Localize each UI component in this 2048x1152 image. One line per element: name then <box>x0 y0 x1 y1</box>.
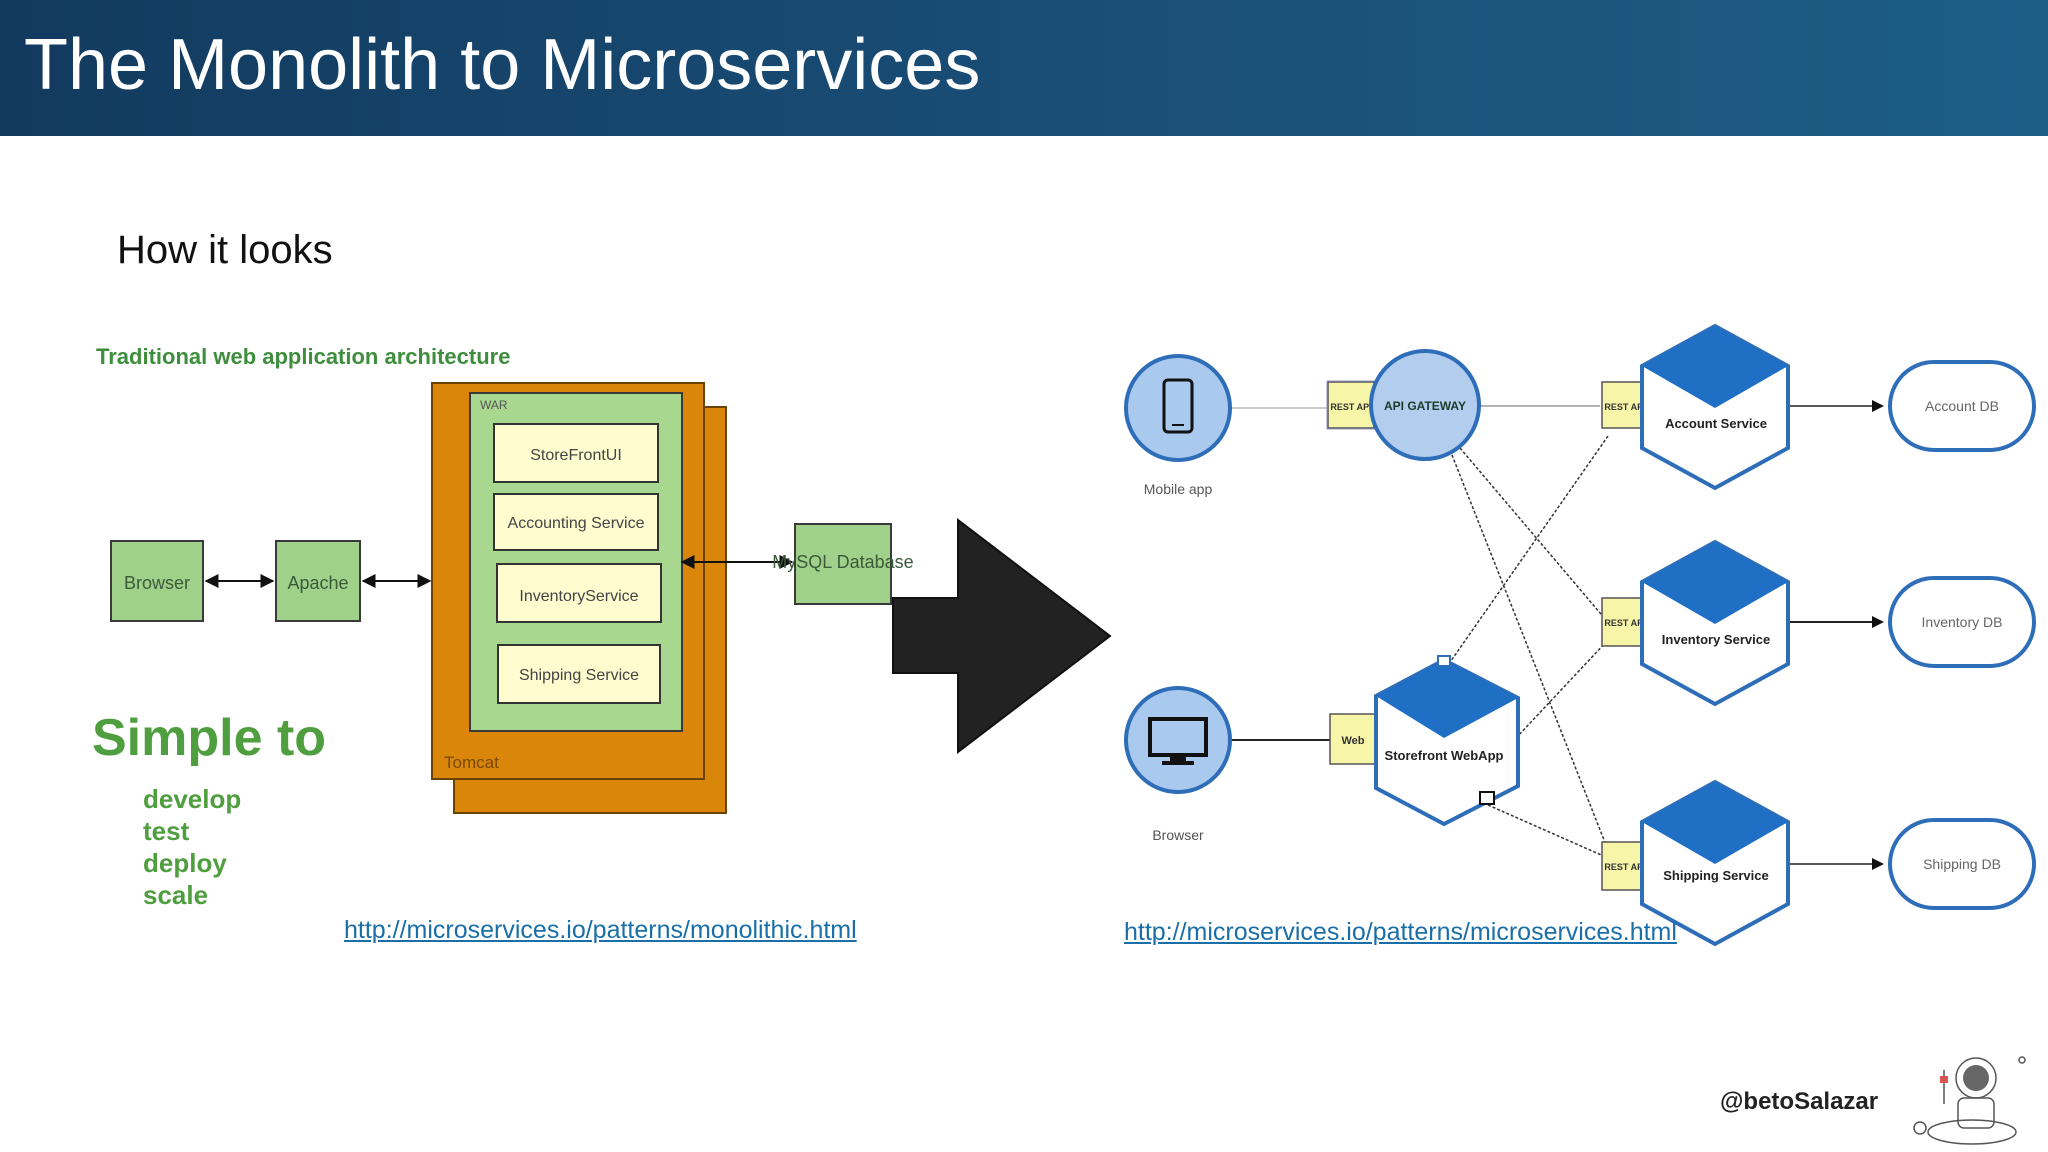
shipping-db-node: Shipping DB <box>1888 818 2036 910</box>
rest-api-label: REST API <box>1604 402 1645 412</box>
storefront-webapp-node: Storefront WebApp <box>1374 655 1520 827</box>
component-accounting-service: Accounting Service <box>493 493 659 551</box>
transition-arrow-icon <box>892 517 1112 755</box>
api-gateway-node: API GATEWAY <box>1369 349 1481 461</box>
rest-api-label: REST API <box>1330 402 1371 412</box>
browser-label: Browser <box>1152 827 1204 843</box>
shipping-service-node: Shipping Service <box>1640 779 1790 947</box>
db-arrowhead-icon <box>1872 858 1884 870</box>
component-label: Accounting Service <box>508 515 645 532</box>
mobile-app-node: Mobile app <box>1124 354 1232 497</box>
slide-header: The Monolith to Microservices <box>0 0 2048 136</box>
monolith-browser-node: Browser <box>110 540 204 622</box>
mysql-database-label: MySQL Database <box>772 552 913 572</box>
author-handle: @betoSalazar <box>1720 1088 1879 1115</box>
benefit-test: test <box>143 816 190 846</box>
component-label: Shipping Service <box>519 667 639 684</box>
mysql-database-node: MySQL Database <box>772 523 914 605</box>
component-inventory-service: InventoryService <box>496 563 662 623</box>
component-shipping-service: Shipping Service <box>497 644 661 704</box>
microservices-pattern-link[interactable]: http://microservices.io/patterns/microse… <box>1124 918 1677 946</box>
account-db-node: Account DB <box>1888 360 2036 452</box>
benefit-scale: scale <box>143 880 208 910</box>
account-db-label: Account DB <box>1925 398 1999 414</box>
benefit-develop: develop <box>143 784 241 814</box>
inventory-service-label: Inventory Service <box>1662 632 1770 647</box>
rest-api-label: REST API <box>1604 862 1645 872</box>
monolith-pattern-link[interactable]: http://microservices.io/patterns/monolit… <box>344 916 857 944</box>
astronaut-logo-icon <box>1913 1056 2026 1145</box>
db-arrowhead-icon <box>1872 400 1884 412</box>
account-service-node: Account Service <box>1640 323 1790 491</box>
monolith-browser-label: Browser <box>124 573 190 593</box>
web-label: Web <box>1341 735 1364 747</box>
shipping-db-label: Shipping DB <box>1923 856 2001 872</box>
section-subtitle: How it looks <box>117 228 333 272</box>
rest-api-label: REST API <box>1604 618 1645 628</box>
monolith-apache-label: Apache <box>287 573 348 593</box>
tomcat-label: Tomcat <box>444 753 499 772</box>
component-label: StoreFrontUI <box>530 447 622 464</box>
api-gateway-rest-api: REST API <box>1326 380 1376 430</box>
inventory-db-node: Inventory DB <box>1888 576 2036 668</box>
inventory-service-node: Inventory Service <box>1640 539 1790 707</box>
shipping-service-label: Shipping Service <box>1663 868 1768 883</box>
monolith-caption: Traditional web application architecture <box>96 344 510 369</box>
component-storefront-ui: StoreFrontUI <box>493 423 659 483</box>
db-arrowhead-icon <box>1872 616 1884 628</box>
benefit-deploy: deploy <box>143 848 227 878</box>
storefront-label: Storefront WebApp <box>1385 748 1504 763</box>
slide-title: The Monolith to Microservices <box>24 25 981 105</box>
connection-lines <box>1230 405 1876 865</box>
inventory-db-label: Inventory DB <box>1922 614 2003 630</box>
mobile-app-label: Mobile app <box>1144 481 1213 497</box>
account-service-label: Account Service <box>1665 416 1767 431</box>
component-label: InventoryService <box>519 588 638 605</box>
mobile-phone-icon <box>1162 378 1194 434</box>
simple-to-heading: Simple to <box>92 709 326 767</box>
war-label: WAR <box>480 398 508 412</box>
browser-node: Browser <box>1124 686 1232 843</box>
api-gateway-label: API GATEWAY <box>1384 399 1466 413</box>
monolith-apache-node: Apache <box>275 540 361 622</box>
storefront-web-label-box: Web <box>1329 713 1377 765</box>
